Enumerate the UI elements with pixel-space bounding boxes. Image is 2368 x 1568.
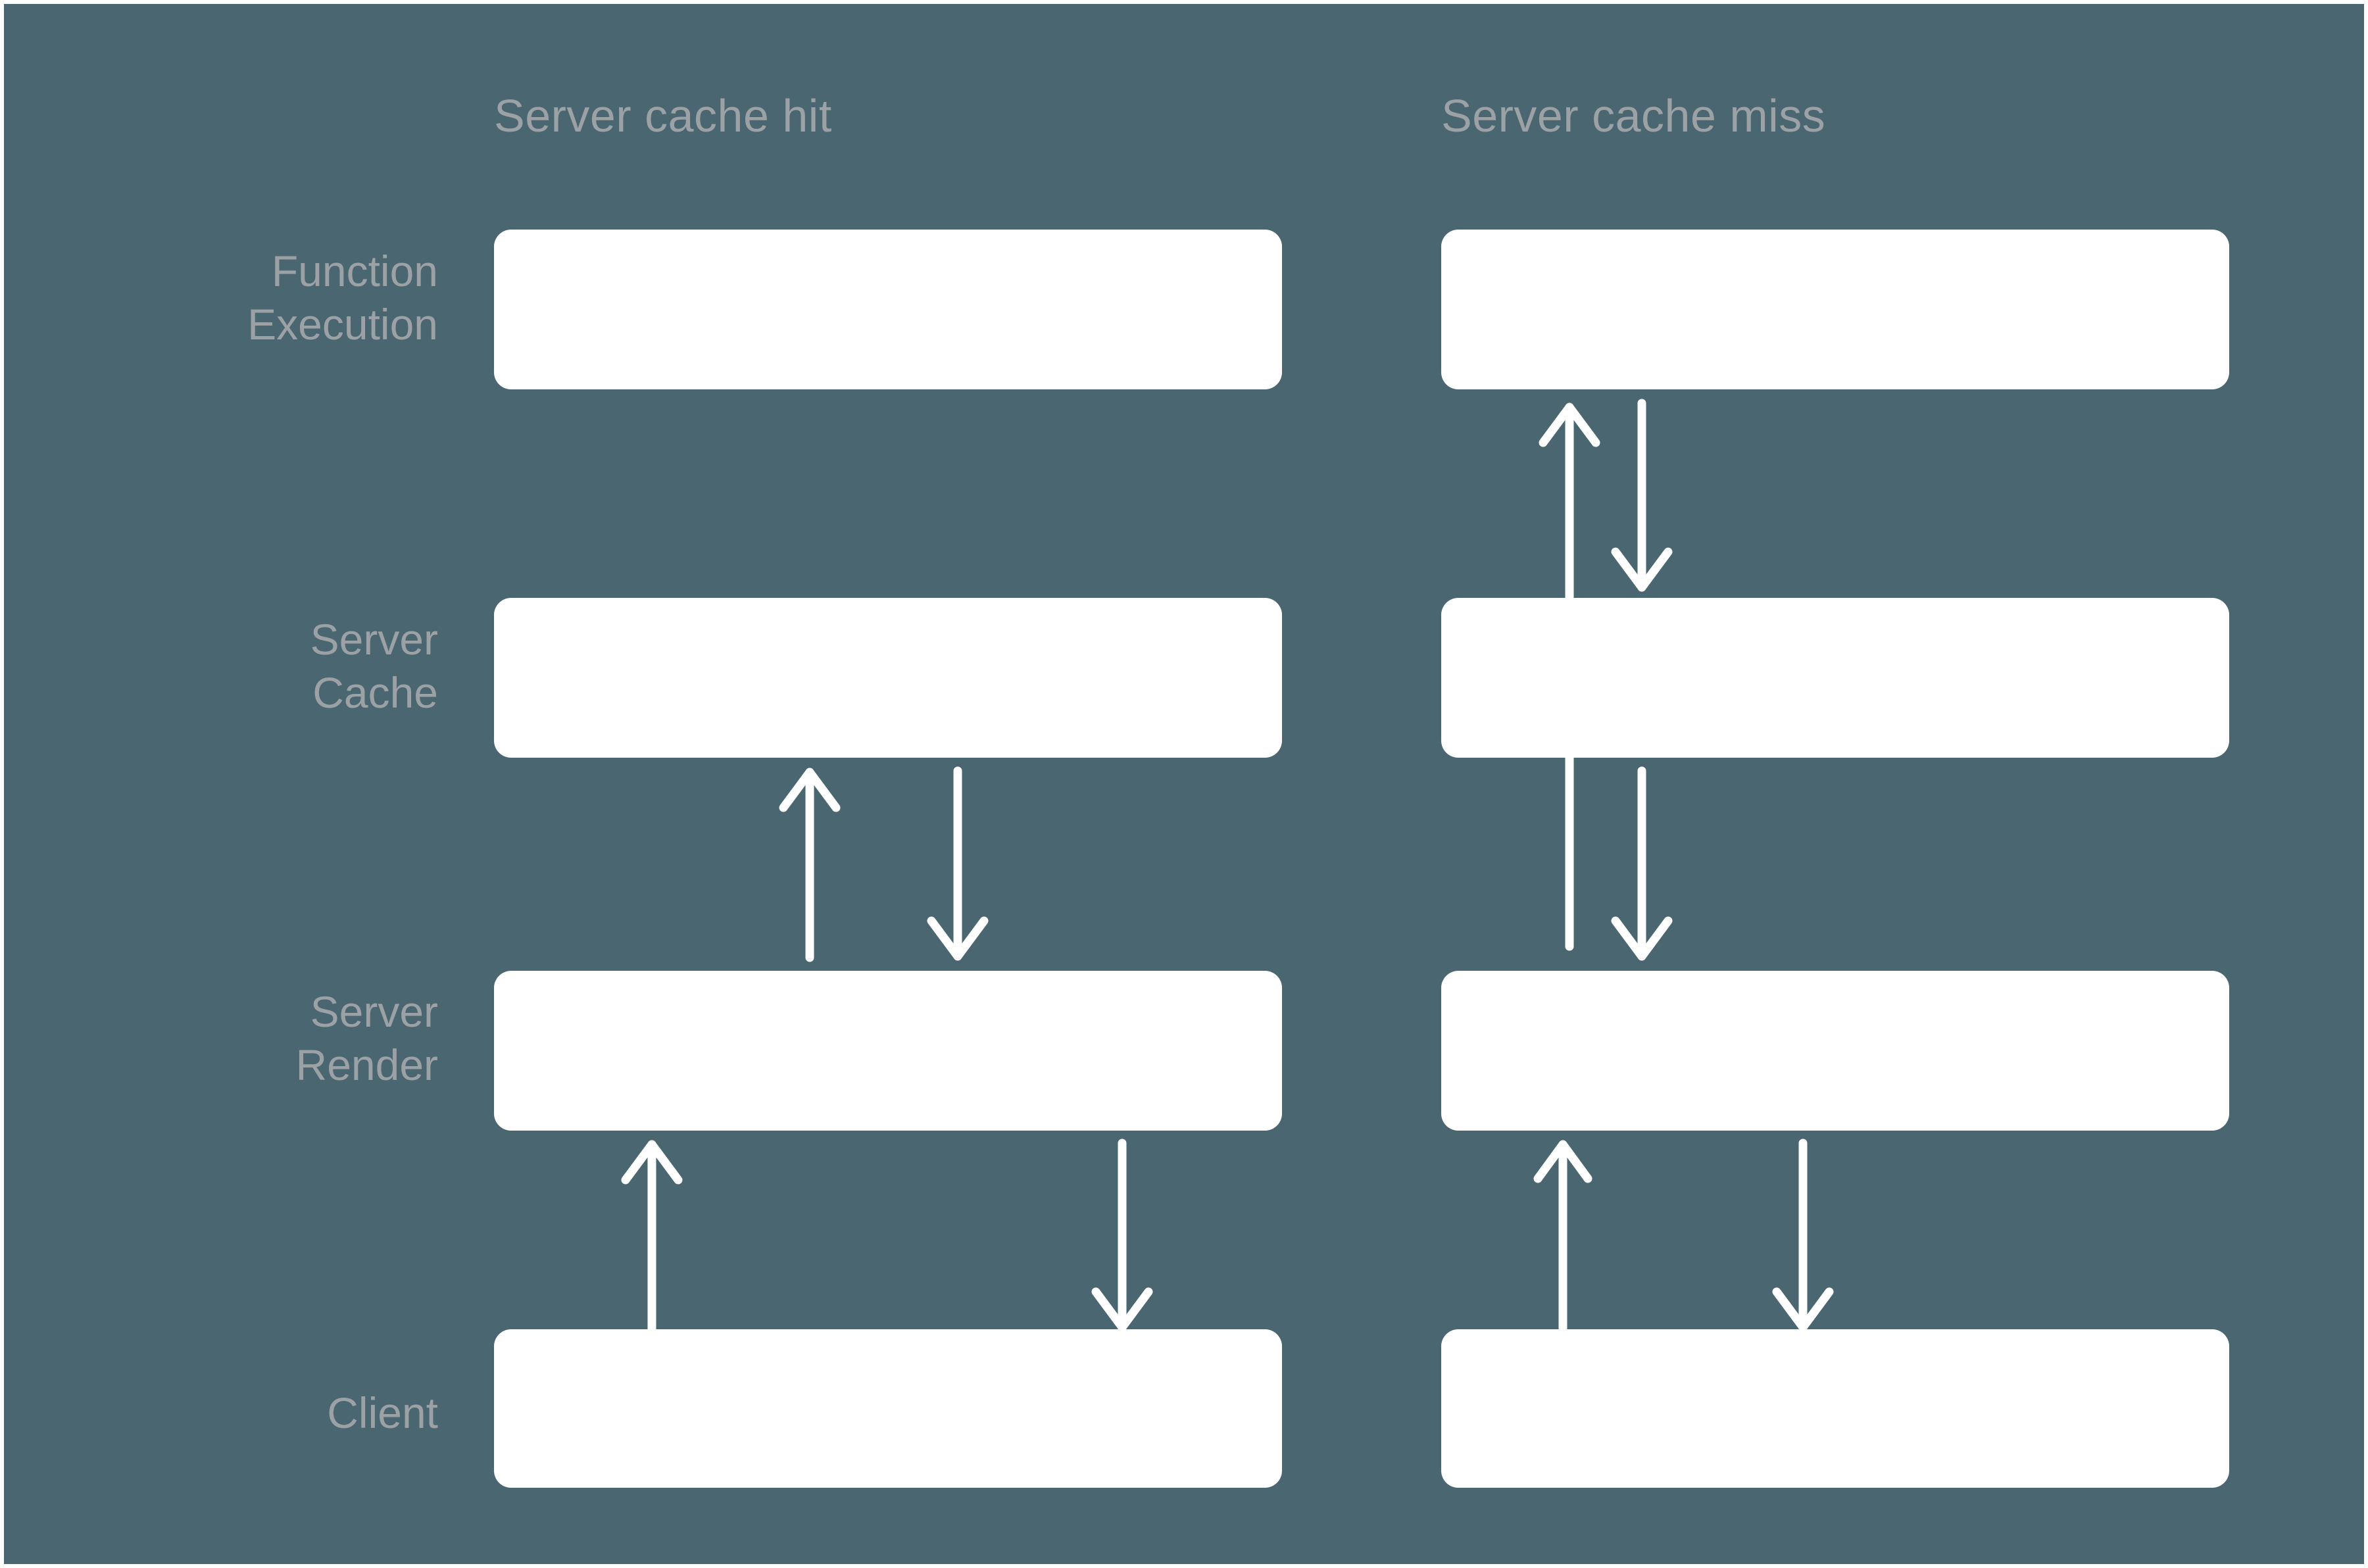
lane-box-hit-function-execution[interactable] (494, 230, 1282, 389)
lane-box-hit-client[interactable] (494, 1329, 1282, 1488)
row-label-client: Client (327, 1388, 438, 1437)
arrow-down-render-to-client-hit (1089, 1139, 1155, 1332)
row-label-server-cache: Server Cache (310, 615, 438, 717)
lane-box-miss-server-render[interactable] (1441, 971, 2229, 1131)
arrow-down-render-to-client-miss (1770, 1139, 1836, 1332)
row-label-server-render: Server Render (295, 987, 438, 1089)
lane-box-miss-function-execution[interactable] (1441, 230, 2229, 389)
column-header-server-cache-miss: Server cache miss (1441, 90, 1826, 141)
lane-box-hit-server-render[interactable] (494, 971, 1282, 1131)
arrow-up-render-to-function-execution-miss (1537, 402, 1602, 951)
arrow-down-function-execution-to-cache-miss (1609, 399, 1675, 592)
column-header-server-cache-hit: Server cache hit (494, 90, 832, 141)
lane-box-miss-client[interactable] (1441, 1329, 2229, 1488)
row-label-function-execution: Function Execution (247, 247, 438, 349)
arrow-down-cache-to-render-miss (1609, 766, 1675, 961)
arrow-down-cache-to-render-hit (925, 766, 991, 961)
arrow-up-client-to-render-hit (619, 1140, 685, 1333)
arrow-up-client-to-render-miss (1530, 1140, 1596, 1333)
arrow-up-render-to-cache-hit (777, 768, 843, 962)
lane-box-hit-server-cache[interactable] (494, 598, 1282, 758)
